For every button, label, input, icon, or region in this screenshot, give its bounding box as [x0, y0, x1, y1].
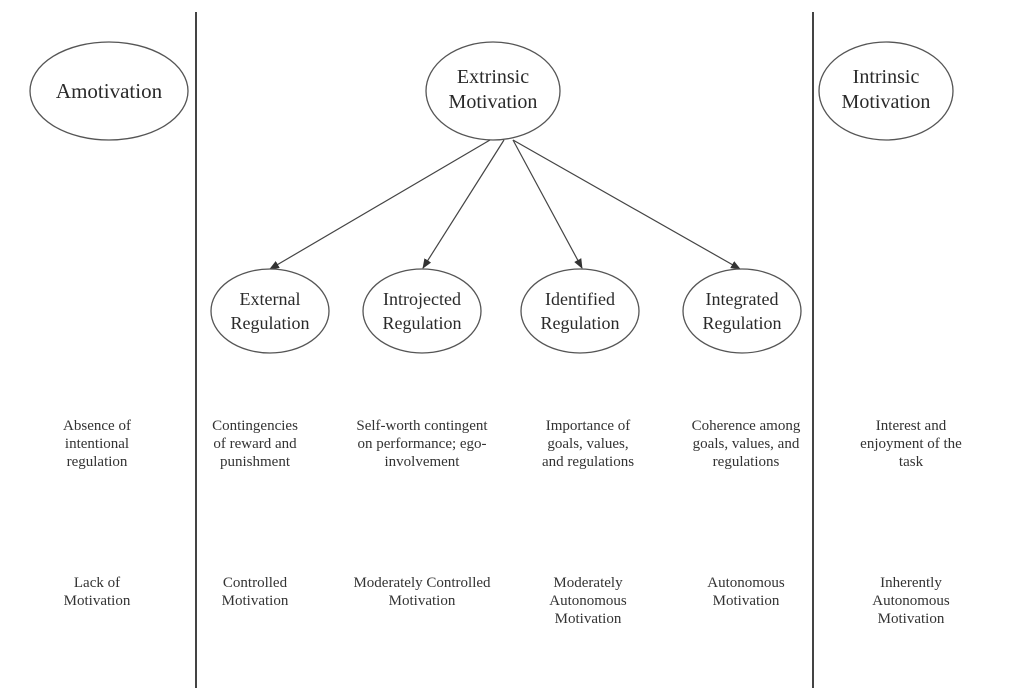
node-introjected-label-line1: Introjected: [383, 289, 461, 309]
node-introjected-regulation: Introjected Regulation: [362, 268, 482, 354]
node-integrated-regulation: Integrated Regulation: [682, 268, 802, 354]
arrow-to-identified-regulation: [512, 139, 583, 269]
node-integrated-label-line2: Regulation: [703, 313, 782, 333]
node-integrated-label-line1: Integrated: [706, 289, 779, 309]
arrow-to-integrated-regulation: [512, 139, 741, 270]
motivation-type-intrinsic: Inherently Autonomous Motivation: [872, 575, 950, 627]
regulatory-process-external: Contingencies of reward and punishment: [212, 418, 298, 470]
node-identified-regulation: Identified Regulation: [520, 268, 640, 354]
node-identified-label-line2: Regulation: [541, 313, 620, 333]
regulatory-process-introjected: Self-worth contingent on performance; eg…: [356, 418, 488, 470]
arrow-to-introjected-regulation: [422, 139, 505, 269]
node-amotivation-label: Amotivation: [56, 79, 163, 103]
regulatory-process-amotivation: Absence of intentional regulation: [63, 418, 131, 470]
motivation-type-external: Controlled Motivation: [221, 575, 289, 609]
arrow-to-external-regulation: [269, 139, 491, 270]
regulatory-process-identified: Importance of goals, values, and regulat…: [541, 418, 635, 470]
node-extrinsic-label-line1: Extrinsic: [457, 66, 529, 88]
node-amotivation: Amotivation: [29, 41, 189, 141]
node-extrinsic-label-line2: Motivation: [449, 91, 538, 113]
regulatory-process-intrinsic: Interest and enjoyment of the task: [860, 418, 962, 470]
node-intrinsic-label-line2: Motivation: [842, 91, 931, 113]
node-intrinsic-motivation: Intrinsic Motivation: [818, 41, 954, 141]
node-intrinsic-label-line1: Intrinsic: [853, 66, 920, 88]
node-extrinsic-motivation: Extrinsic Motivation: [425, 41, 561, 141]
motivation-type-identified: Moderately Autonomous Motivation: [549, 575, 627, 627]
motivation-type-integrated: Autonomous Motivation: [707, 575, 785, 609]
node-identified-label-line1: Identified: [545, 289, 615, 309]
regulatory-process-integrated: Coherence among goals, values, and regul…: [691, 418, 801, 470]
node-external-label-line1: External: [240, 289, 301, 309]
motivation-type-amotivation: Lack of Motivation: [63, 575, 131, 609]
node-external-regulation: External Regulation: [210, 268, 330, 354]
node-external-label-line2: Regulation: [231, 313, 310, 333]
node-introjected-label-line2: Regulation: [383, 313, 462, 333]
motivation-type-introjected: Moderately Controlled Motivation: [353, 575, 491, 609]
